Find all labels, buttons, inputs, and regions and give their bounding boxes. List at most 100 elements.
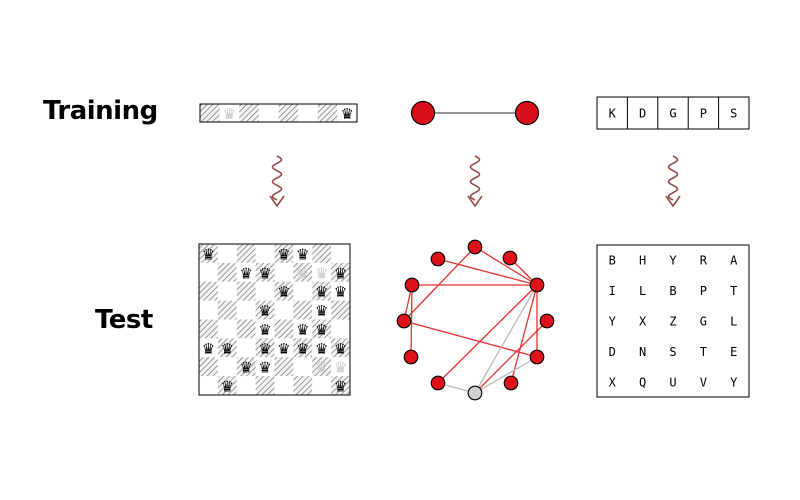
board-square [274,300,294,320]
letter-cell: I [609,284,616,298]
letter-cell: P [700,107,707,121]
graph-node [430,251,446,267]
board-square [293,376,313,395]
board-square [312,376,332,395]
squiggle-arrow [271,155,283,201]
board-square [331,319,350,339]
board-square [236,319,256,339]
queen-icon: ♛ [221,340,234,358]
training-row-label: Training [43,96,158,126]
graph-edge-gray [474,356,538,394]
queen-icon: ♛ [223,105,236,123]
letter-cell: R [700,254,708,268]
queen-icon: ♛ [334,283,347,301]
graph-node [539,313,555,329]
queen-icon: ♛ [258,264,271,282]
graph-node [529,277,545,293]
strip-cell [337,104,357,122]
board-square [236,357,256,377]
board-square [312,281,332,301]
board-square [236,281,256,301]
board-square [255,376,275,395]
graph-edge [510,284,538,384]
letter-cell: L [639,284,646,298]
letter-cell: X [639,315,647,329]
board-square [331,244,350,263]
board-square [236,376,256,395]
queen-icon: ♛ [277,283,290,301]
letter-cell: T [700,345,707,359]
queen-icon: ♛ [258,302,271,320]
board-square [236,338,256,358]
strip-cell [317,104,338,122]
queen-icon: ♛ [296,245,309,263]
strip-cell [258,104,279,122]
board-square [293,262,313,282]
board-square [199,319,218,339]
queen-icon: ♛ [202,245,215,263]
board-square [255,281,275,301]
strip-cell [219,104,240,122]
strip-cell [200,104,220,122]
board-square [217,319,237,339]
queen-icon: ♛ [334,359,347,377]
board-square [274,244,294,263]
strip-cell [239,104,259,122]
test-graph [396,239,555,401]
strip-border [199,103,358,123]
board-square [199,376,218,395]
queen-icon: ♛ [239,264,252,282]
graph-edge [403,320,538,358]
graph-edge [437,284,538,384]
letter-cell: G [669,107,676,121]
board-square [331,376,350,395]
test-row-label: Test [95,305,153,335]
board-square [293,338,313,358]
board-square [293,300,313,320]
queen-icon: ♛ [239,359,252,377]
board-square [199,262,218,282]
letter-cell: A [730,254,738,268]
board-square [236,244,256,263]
graph-edge [474,320,548,394]
board-square [274,319,294,339]
board-square [331,338,350,358]
board-square [236,262,256,282]
board-square [331,262,350,282]
graph-node [396,313,412,329]
letter-cell: P [700,284,707,298]
board-square [217,281,237,301]
board-square [274,281,294,301]
squiggle-arrow [469,155,481,201]
arrow-head [467,195,483,207]
queen-icon: ♛ [334,340,347,358]
letter-cell: E [730,345,737,359]
board-square [199,281,218,301]
board-square [331,300,350,320]
graph-node-texture [515,101,539,125]
letter-grid-border [596,244,750,398]
test-chessboard: ♛♛♛♛♛♛♛♛♛♛♛♛♛♛♛♛♛♛♛♛♛♛♛♛♛♛♛♛♛ [198,243,351,396]
board-square [274,262,294,282]
queen-icon: ♛ [258,340,271,358]
graph-node [503,375,519,391]
graph-edge [474,246,538,286]
letter-cell: H [639,254,646,268]
queen-icon: ♛ [296,340,309,358]
board-square [293,281,313,301]
board-square [274,338,294,358]
letter-cell: D [639,107,646,121]
board-square [199,244,218,263]
queen-icon: ♛ [296,264,309,282]
board-square [255,244,275,263]
strip-cell [298,104,318,122]
letter-cell: D [609,345,616,359]
letter-cell: Y [609,315,617,329]
letter-cell: B [609,254,616,268]
letter-strip-border [596,96,750,130]
graph-node [404,277,420,293]
board-square [217,338,237,358]
board-square [274,357,294,377]
queen-icon: ♛ [315,359,328,377]
board-square [217,262,237,282]
